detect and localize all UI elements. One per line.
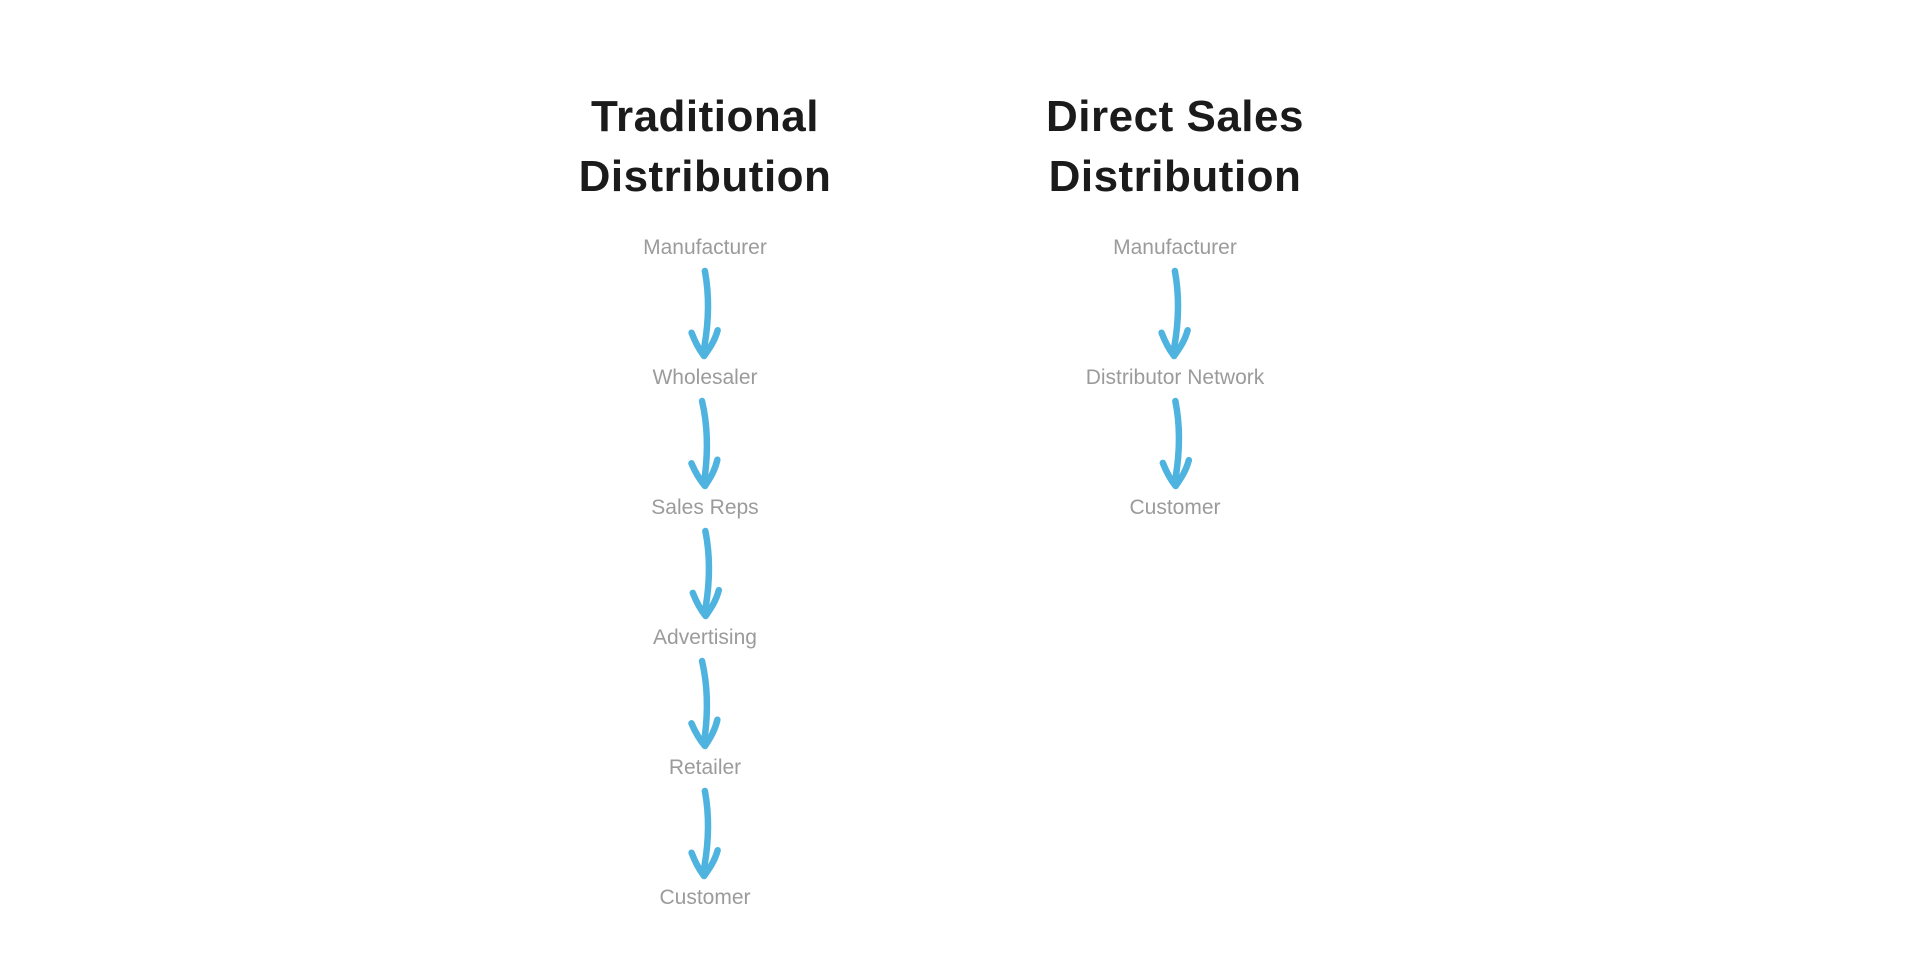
arrow-down-icon bbox=[683, 651, 727, 755]
arrow-down-icon bbox=[683, 391, 727, 495]
arrow-down-icon bbox=[683, 261, 727, 365]
flow-node-manufacturer: Manufacturer bbox=[643, 236, 767, 259]
flow-node-retailer: Retailer bbox=[668, 756, 742, 779]
flow-node-wholesaler: Wholesaler bbox=[652, 366, 758, 389]
flow-node-manufacturer: Manufacturer bbox=[1113, 236, 1237, 259]
arrow-down-icon bbox=[1153, 391, 1197, 495]
column-title: Direct Sales Distribution bbox=[1046, 92, 1304, 201]
direct-sales-distribution-column: Direct Sales Distribution Manufacturer D… bbox=[975, 87, 1375, 521]
flow-node-customer: Customer bbox=[659, 886, 751, 909]
flow-node-distributor-network: Distributor Network bbox=[1085, 366, 1265, 389]
arrow-down-icon bbox=[683, 781, 727, 885]
flow-node-advertising: Advertising bbox=[653, 626, 757, 649]
column-title: Traditional Distribution bbox=[578, 92, 832, 201]
flow-node-customer: Customer bbox=[1129, 496, 1221, 519]
traditional-distribution-column: Traditional Distribution Manufacturer Wh… bbox=[505, 87, 905, 911]
arrow-down-icon bbox=[1153, 261, 1197, 365]
flow-node-sales-reps: Sales Reps bbox=[651, 496, 759, 519]
arrow-down-icon bbox=[683, 521, 727, 625]
